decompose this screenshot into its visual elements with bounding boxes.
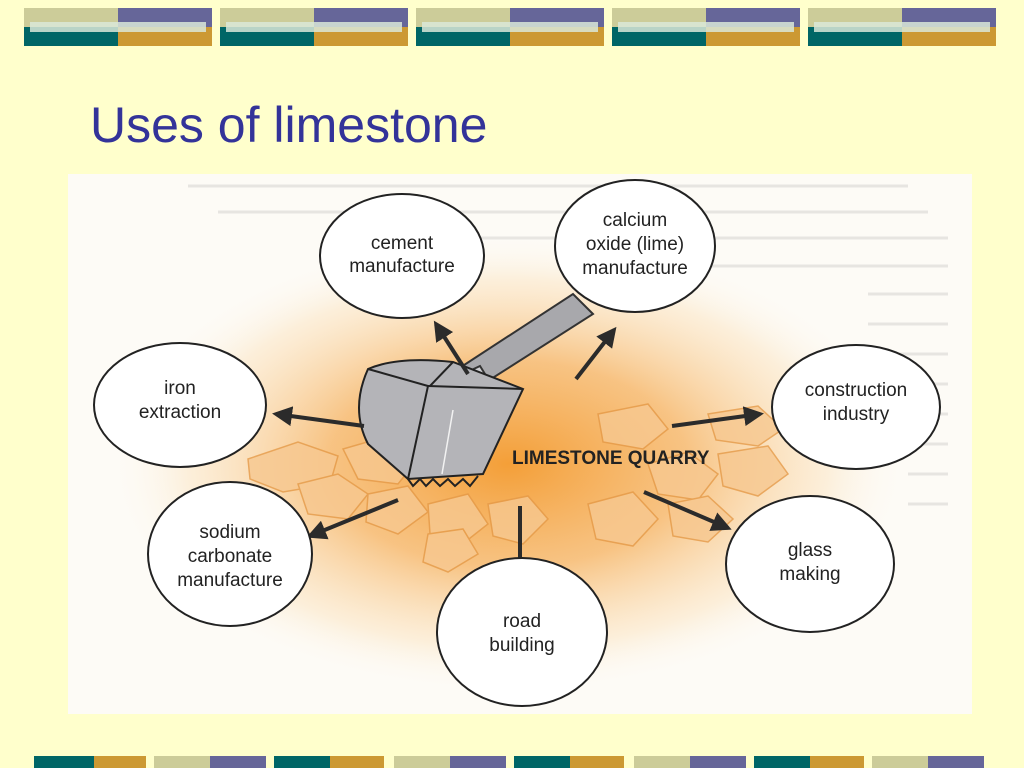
decor-block [416, 8, 604, 46]
decor-segment [810, 756, 864, 768]
use-bubble-sodium-carbonate: sodium carbonate manufacture [147, 481, 313, 627]
bubble-text: glass [788, 540, 832, 561]
decor-block [24, 8, 212, 46]
bubble-text: manufacture [349, 256, 455, 277]
bubble-text: manufacture [582, 258, 688, 279]
bubble-text: calcium [603, 210, 667, 231]
bubble-text: cement [371, 233, 434, 254]
decor-segment [330, 756, 384, 768]
diagram-canvas: LIMESTONE QUARRY cement manufacture calc… [93, 179, 948, 707]
use-bubble-calcium-oxide: calcium oxide (lime) manufacture [554, 179, 716, 313]
bubble-text: building [489, 635, 555, 656]
quarry-label: LIMESTONE QUARRY [512, 448, 710, 469]
bubble-text: sodium [199, 522, 260, 543]
arrow-sodium-carbonate [306, 498, 399, 540]
bubble-text: manufacture [177, 570, 283, 591]
decor-segment [514, 756, 570, 768]
decor-segment [754, 756, 810, 768]
quarry-glow [108, 234, 908, 694]
arrow-iron [272, 406, 365, 428]
quarry-rocks [247, 403, 790, 573]
slide-title: Uses of limestone [90, 97, 488, 153]
decor-block [808, 8, 996, 46]
use-arrows [272, 320, 764, 578]
decor-block [612, 8, 800, 46]
decor-segment [690, 756, 746, 768]
bubble-text: extraction [139, 402, 221, 423]
decor-segment [94, 756, 146, 768]
decor-segment [872, 756, 928, 768]
bottom-decor-band [0, 756, 1024, 768]
decor-segment [274, 756, 330, 768]
arrow-glass [643, 490, 732, 531]
decor-segment [34, 756, 94, 768]
use-bubble-glass: glass making [725, 495, 895, 633]
decor-segment [210, 756, 266, 768]
arrow-cement [433, 320, 470, 376]
decor-segment [570, 756, 624, 768]
decor-segment [450, 756, 506, 768]
bubble-text: making [779, 564, 840, 585]
use-bubble-iron: iron extraction [93, 342, 267, 468]
decor-segment [634, 756, 690, 768]
bubble-text: road [503, 611, 541, 632]
decor-segment [394, 756, 450, 768]
excavator [358, 292, 595, 488]
bubble-text: construction [805, 380, 907, 401]
decor-segment [928, 756, 984, 768]
decor-segment [154, 756, 210, 768]
bubble-text: iron [164, 378, 196, 399]
arrow-construction [671, 406, 764, 428]
bubble-text: industry [823, 404, 890, 425]
use-bubble-road: road building [436, 557, 608, 707]
bubble-text: oxide (lime) [586, 234, 684, 255]
use-bubble-construction: construction industry [771, 344, 941, 470]
arrow-calcium-oxide [574, 326, 617, 381]
use-bubble-cement: cement manufacture [319, 193, 485, 319]
limestone-diagram: LIMESTONE QUARRY cement manufacture calc… [68, 174, 972, 714]
top-decor-band [0, 0, 1024, 50]
decor-block [220, 8, 408, 46]
bubble-text: carbonate [188, 546, 273, 567]
